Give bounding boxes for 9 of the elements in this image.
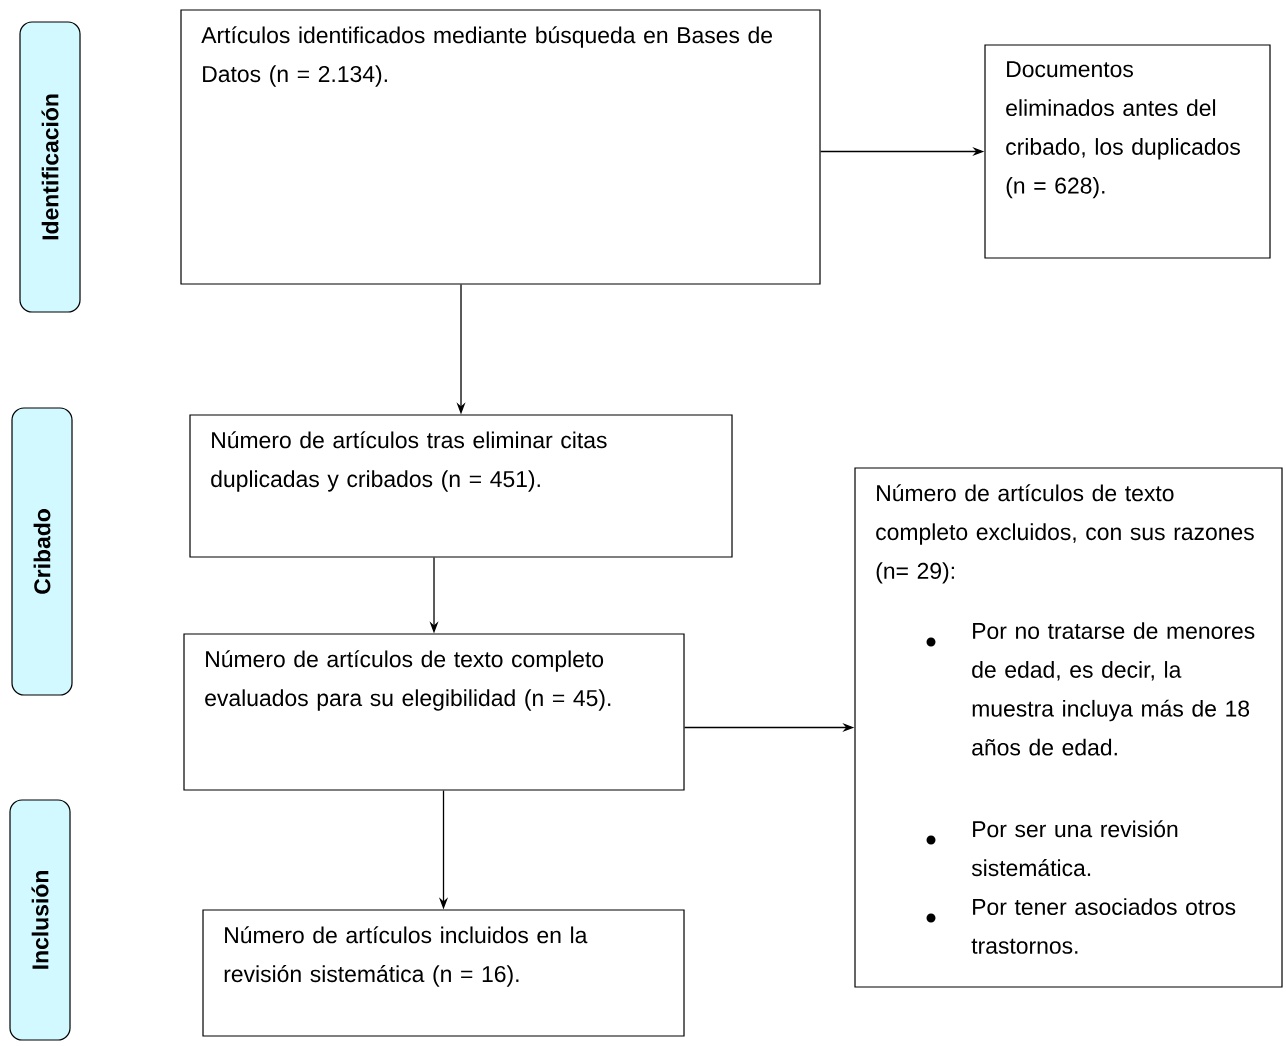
- process-box: Número de artículos incluidos en la revisión sistemática (n = 16).: [202, 909, 685, 1037]
- stage-band: Identificación: [19, 21, 81, 313]
- process-box: Número de artículos de texto completo evaluados para su elegibilidad (n = 45).: [183, 633, 685, 791]
- exclusion-box: Número de artículos de texto completo excluidos, con sus razones (n= 29): Por no tratarse de menores de edad, es decir, la muestra incluya más de 18 años de edad. Por ser una revisión sistemática. Por tener asociados otros trastornos.: [854, 467, 1283, 988]
- process-box: Número de artículos tras eliminar citas duplicadas y cribados (n = 451).: [189, 414, 733, 558]
- process-box: Documentos eliminados antes del cribado, los duplicados (n = 628).: [984, 44, 1271, 259]
- stage-band: Inclusión: [9, 799, 71, 1041]
- process-box: Artículos identificados mediante búsqueda en Bases de Datos (n = 2.134).: [180, 9, 821, 285]
- stage-band: Cribado: [11, 407, 73, 696]
